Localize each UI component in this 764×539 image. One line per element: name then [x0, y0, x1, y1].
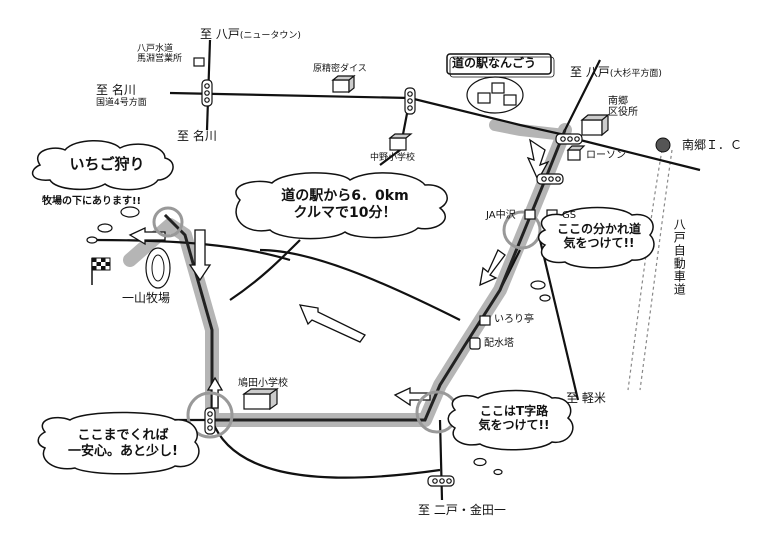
place-hatoda-school-label: 鳩田小学校: [238, 378, 288, 389]
signal-ninohe: [427, 475, 455, 487]
callout-fork-line2: 気をつけて!!: [563, 236, 635, 251]
place-irori-label: いろり亭: [494, 314, 534, 325]
route-inner-line: [163, 129, 567, 422]
place-nango-office-label: 南郷 区役所: [608, 96, 638, 118]
dest-hachinohe-newtown-sub: (ニュータウン): [239, 31, 301, 41]
place-water-tower-label: 配水塔: [484, 338, 514, 349]
place-gs-label: GS: [562, 210, 577, 221]
caution-circle-fork: [502, 210, 542, 250]
expressway-line: [627, 149, 673, 391]
ranch-track-inner: [151, 254, 165, 282]
callout-tjunc-line2: 気をつけて!!: [478, 418, 550, 433]
callout-relief-line2: 一安心。あと少し!: [68, 443, 178, 459]
arrow-down-ranch: [188, 229, 212, 282]
ic-marker: [655, 137, 671, 153]
cloud-fork: [537, 206, 655, 269]
dest-hachinohe-osugi: 至 八戸(大杉平方面): [570, 65, 662, 80]
signal-nakano: [404, 87, 416, 115]
signal-nango: [555, 133, 583, 145]
callout-tjunc: ここはT字路 気をつけて!!: [458, 404, 570, 433]
building-genseimitsu: [331, 74, 356, 94]
place-ranch-label: 一山牧場: [122, 291, 171, 305]
caution-circles: [152, 206, 542, 439]
dest-hachinohe-newtown: 至 八戸(ニュータウン): [200, 27, 301, 42]
checkered-flag-icon: [91, 257, 111, 285]
cloud-relief: [37, 411, 200, 475]
building-irori: [479, 315, 491, 326]
building-water-office: [193, 57, 205, 67]
cloud-tjunc: [447, 389, 574, 451]
arrow-left-tjunc: [393, 386, 431, 407]
signal-hatoda: [204, 407, 216, 435]
cloud-distance: [235, 172, 448, 240]
building-ja: [524, 209, 536, 220]
building-nango-office: [580, 113, 610, 137]
callout-relief-line1: ここまでくれば: [77, 428, 169, 443]
arrow-left-mid: [298, 304, 366, 343]
michinoeki-access-highlight: [489, 119, 571, 141]
ranch-track: [145, 247, 171, 289]
signal-lawson: [536, 173, 564, 185]
dest-nakawa-west-label: 至 名川: [96, 83, 136, 97]
callout-distance-line2: クルマで10分！: [293, 204, 397, 221]
callout-relief: ここまでくれば 一安心。あと少し!: [48, 428, 198, 459]
building-nakano-school: [388, 133, 413, 151]
cloud-bubbles: [31, 140, 655, 475]
signal-west: [201, 79, 213, 107]
place-lawson-label: ローソン: [586, 150, 626, 161]
caution-circle-ranch: [152, 206, 184, 238]
route-arrows: [128, 138, 550, 409]
caution-circle-hatoda: [186, 391, 234, 439]
dest-ninohe-label: 至 二戸・金田一: [418, 503, 506, 517]
building-hatoda-school: [242, 387, 279, 411]
michinoeki-label-box-shadow: [449, 56, 555, 78]
place-water-office-label: 八戸水道 馬淵営業所: [137, 44, 183, 64]
arrow-down-michinoeki: [526, 138, 550, 182]
place-expressway-label: 八戸自動車道: [672, 218, 687, 296]
arrow-down-fork: [479, 249, 506, 287]
dest-nakawa-south-label: 至 名川: [177, 129, 217, 143]
place-michinoeki-label: 道の駅なんごう: [452, 56, 537, 70]
small-bubbles: [86, 206, 551, 476]
callout-strawberry: いちご狩り: [69, 155, 145, 173]
place-genseimitsu-label: 原精密ダイス: [313, 64, 367, 74]
place-nakano-school-label: 中野小学校: [370, 153, 416, 163]
dest-karumai-label: 至 軽米: [566, 391, 606, 405]
cloud-strawberry: [31, 140, 174, 191]
place-ja-label: JA中沢: [486, 210, 516, 221]
callout-fork-line1: ここの分かれ道: [556, 222, 641, 236]
building-michinoeki: [477, 82, 517, 106]
callout-distance: 道の駅から6．0km クルマで10分！: [250, 188, 440, 222]
dest-hachinohe-osugi-label: 至 八戸: [570, 65, 610, 79]
callout-fork: ここの分かれ道 気をつけて!!: [545, 222, 653, 251]
dest-hachinohe-osugi-sub: (大杉平方面): [609, 69, 662, 79]
traffic-signals: [201, 79, 583, 487]
dest-hachinohe-newtown-label: 至 八戸: [200, 27, 240, 41]
callout-tjunc-line1: ここはT字路: [479, 404, 549, 418]
dest-nakawa-west-sub: 国道4号方面: [96, 98, 147, 108]
callout-distance-line1: 道の駅から6．0km: [281, 188, 409, 204]
building-lawson: [566, 145, 586, 161]
callout-strawberry-note: 牧場の下にあります!!: [42, 196, 142, 207]
michinoeki-label-box: [446, 53, 552, 75]
place-nango-ic-label: 南郷Ｉ．Ｃ: [682, 138, 743, 152]
building-water-tower: [469, 337, 481, 350]
